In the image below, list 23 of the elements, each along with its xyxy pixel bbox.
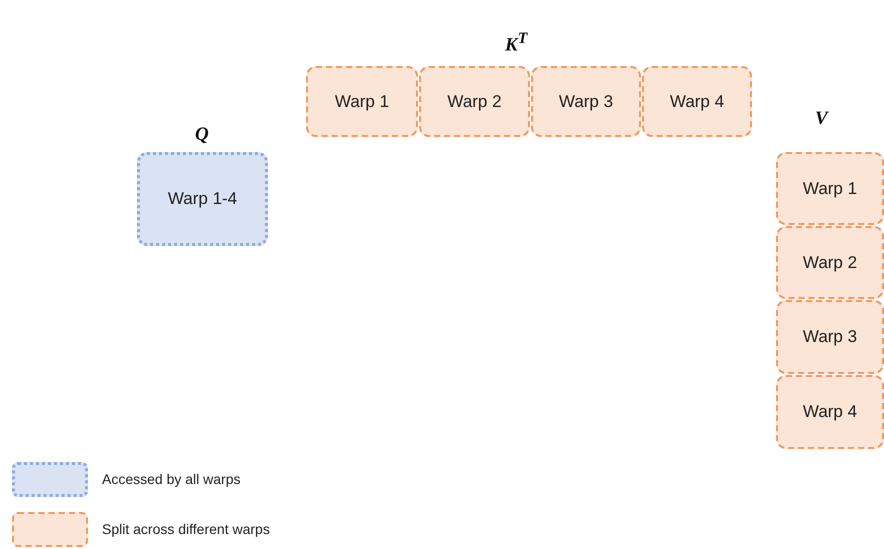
warp-block xyxy=(419,66,530,137)
warp-block xyxy=(776,226,884,299)
block-label: Warp 2 xyxy=(802,252,858,272)
matrix-label: Q xyxy=(195,124,209,146)
legend-text: Accessed by all warps xyxy=(102,471,241,487)
warp-block xyxy=(642,66,752,137)
legend-text: Split across different warps xyxy=(102,521,270,537)
block-label: Warp 3 xyxy=(558,92,614,112)
block-label: Warp 4 xyxy=(670,92,724,112)
matrix-label: V xyxy=(815,108,828,130)
warp-block xyxy=(531,66,641,137)
block-label: Warp 1-4 xyxy=(168,189,238,209)
block-label: Warp 4 xyxy=(802,402,858,422)
shared-block xyxy=(137,152,268,246)
block-label: Warp 1 xyxy=(802,178,858,198)
warp-block xyxy=(306,66,418,137)
warp-block xyxy=(776,375,884,449)
block-label: Warp 1 xyxy=(334,92,390,112)
warp-block xyxy=(776,152,884,225)
matrix-label: K$^{T}$ xyxy=(505,30,528,56)
block-label: Warp 2 xyxy=(447,92,502,112)
warp-block xyxy=(776,300,884,374)
block-label: Warp 3 xyxy=(802,327,858,347)
